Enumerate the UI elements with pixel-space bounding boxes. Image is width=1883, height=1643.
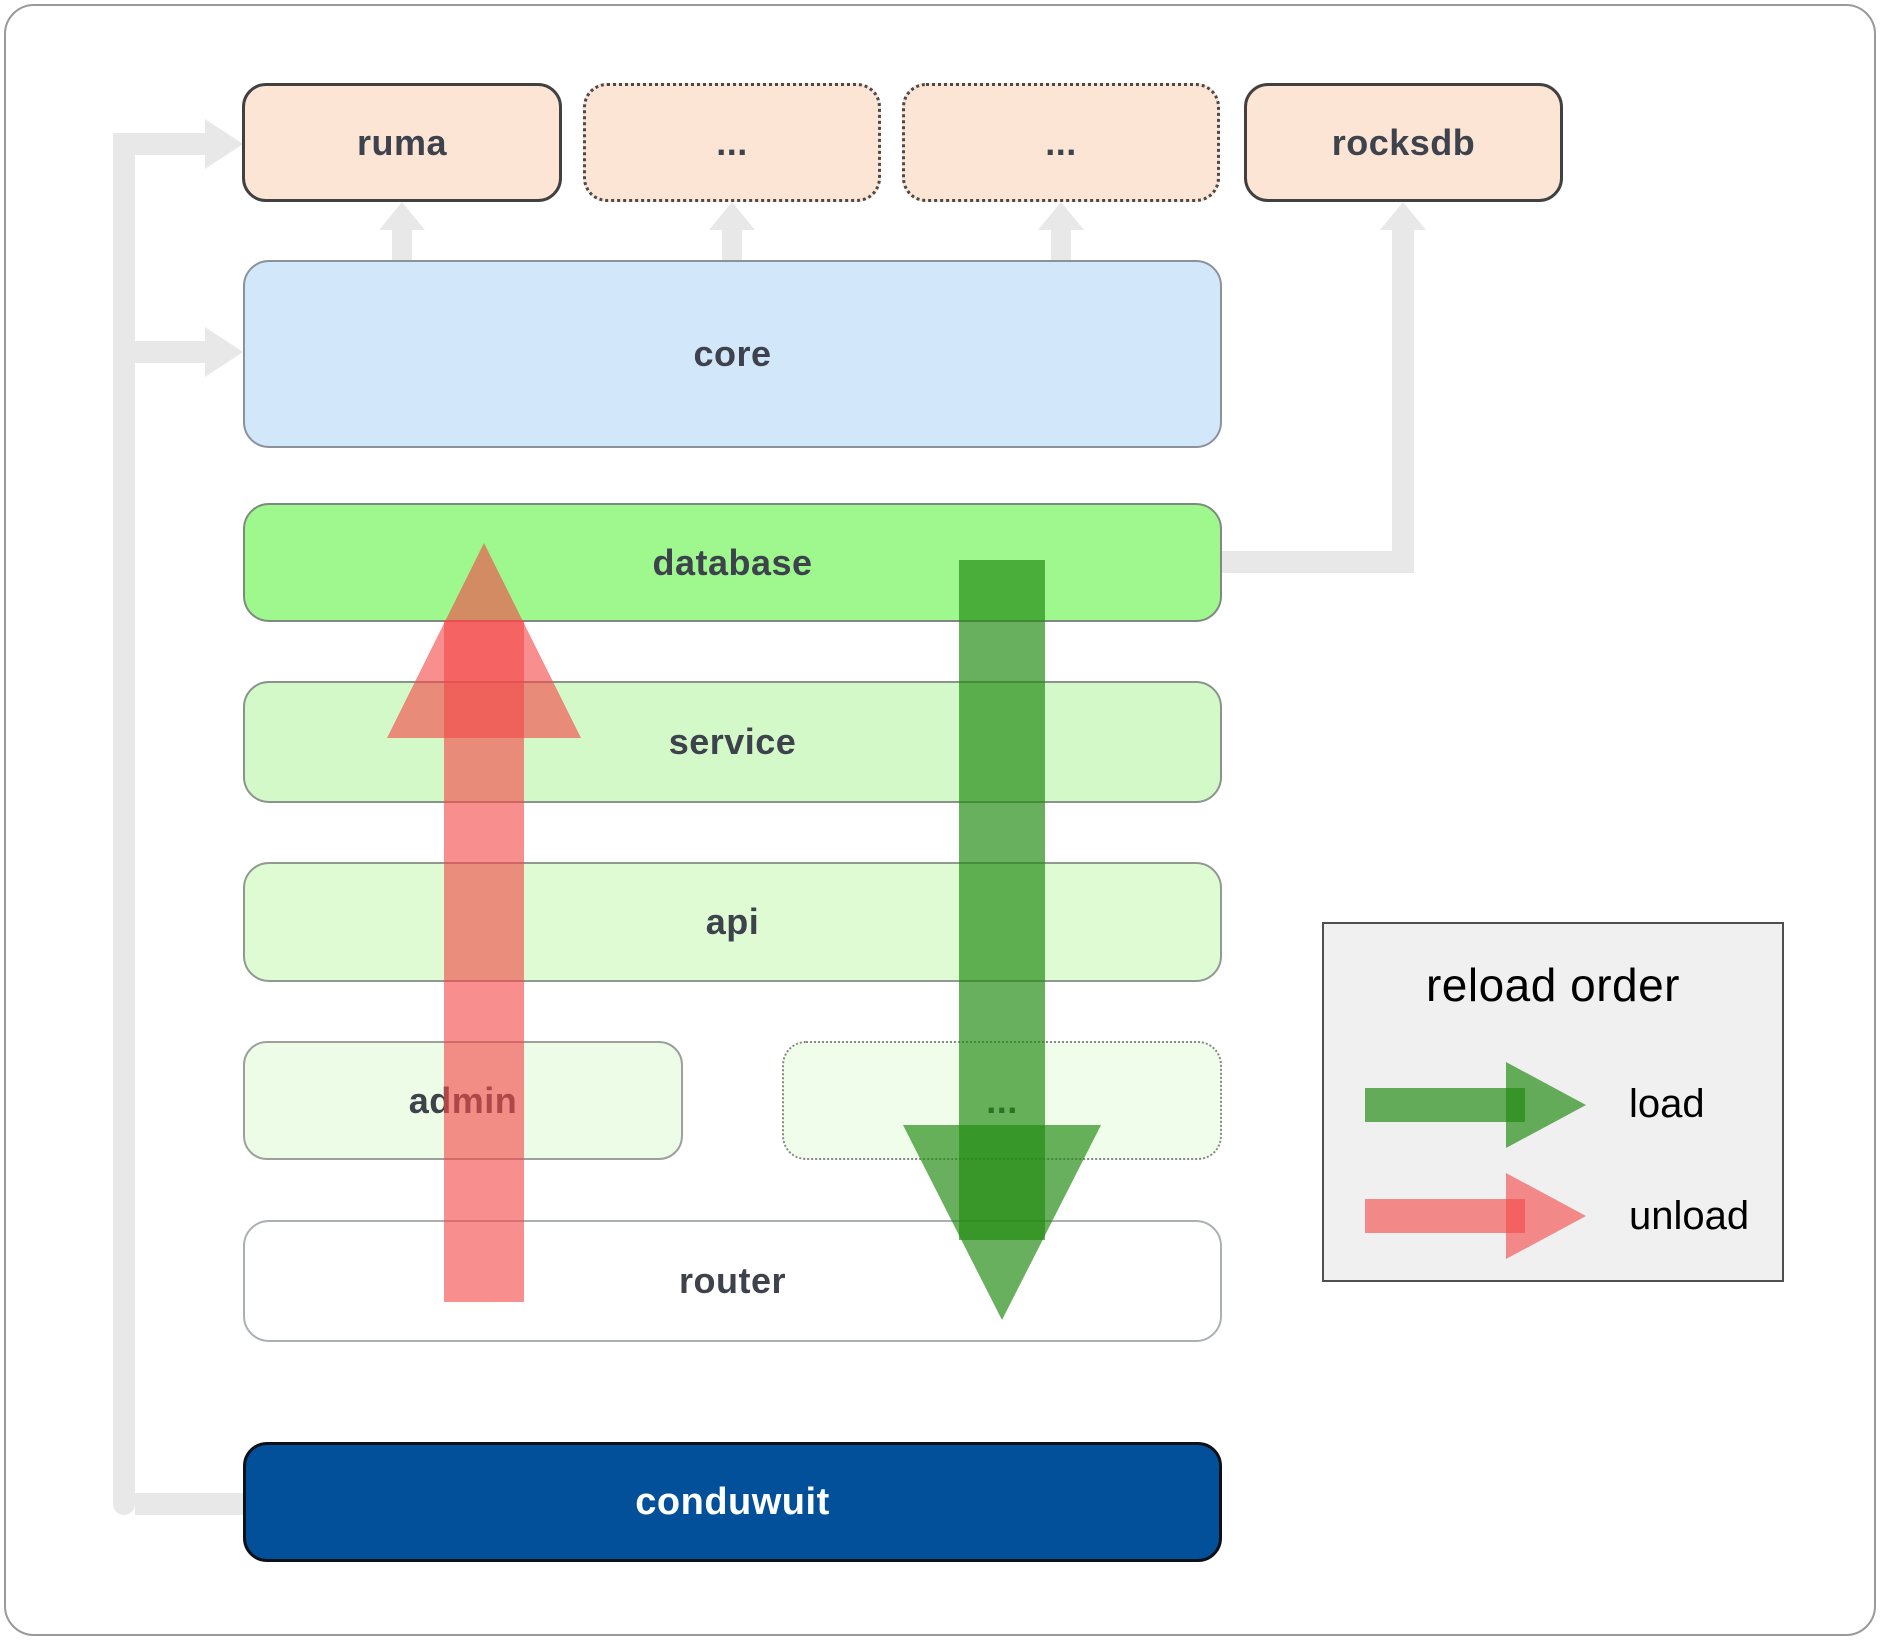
unload-arrow	[387, 543, 581, 1302]
box-label: ...	[1045, 121, 1077, 163]
load-arrowhead-icon	[903, 1125, 1101, 1320]
box-label: ...	[716, 121, 748, 163]
legend-unload-arrow-icon	[1365, 1173, 1586, 1259]
box-label: database	[652, 541, 813, 583]
arrow-shaft	[1051, 230, 1071, 260]
arrow-shaft	[1365, 1199, 1525, 1233]
box-label: rocksdb	[1331, 121, 1476, 163]
up-arrowhead-icon	[1038, 202, 1084, 230]
arrow-core-to-ruma	[379, 202, 425, 260]
arrowhead-icon	[1506, 1062, 1586, 1148]
connector-database-to-rocksdb-horizontal	[1222, 551, 1414, 573]
diagram-border	[4, 4, 1876, 1636]
connector-stub-to-core	[135, 341, 205, 363]
connector-database-to-rocksdb-vertical	[1392, 229, 1414, 573]
box-label: service	[668, 721, 797, 762]
load-arrow	[903, 560, 1101, 1320]
box-database: database	[243, 503, 1222, 622]
unload-arrow-shaft	[444, 620, 524, 1302]
box-ruma: ruma	[242, 83, 562, 202]
box-conduwuit: conduwuit	[243, 1442, 1222, 1562]
box-label: api	[705, 901, 760, 942]
box-crate-top-2: ...	[902, 83, 1220, 202]
arrow-shaft	[392, 230, 412, 260]
box-api: api	[243, 862, 1222, 982]
legend: reload order load unload	[1322, 922, 1784, 1282]
box-label: ruma	[356, 121, 448, 163]
box-label: conduwuit	[635, 1480, 830, 1523]
box-label: router	[678, 1260, 786, 1301]
box-crate-top-1: ...	[583, 83, 881, 202]
arrow-shaft	[1365, 1088, 1525, 1122]
connector-stub-to-ruma	[113, 133, 205, 155]
box-router: router	[243, 1220, 1222, 1342]
connector-left-rail	[113, 133, 135, 1515]
legend-label-unload: unload	[1629, 1194, 1750, 1238]
arrowhead-icon	[1506, 1173, 1586, 1259]
arrow-shaft	[722, 230, 742, 260]
legend-label-load: load	[1629, 1082, 1705, 1126]
legend-title: reload order	[1425, 959, 1681, 1011]
box-rocksdb: rocksdb	[1244, 83, 1563, 202]
legend-load-arrow-icon	[1365, 1062, 1586, 1148]
arrow-core-to-crate1	[709, 202, 755, 260]
up-arrowhead-icon	[709, 202, 755, 230]
box-core: core	[243, 260, 1222, 448]
arrow-core-to-crate2	[1038, 202, 1084, 260]
up-arrowhead-icon	[379, 202, 425, 230]
connector-stub-from-conduwuit	[135, 1493, 244, 1515]
box-label: core	[693, 333, 772, 374]
